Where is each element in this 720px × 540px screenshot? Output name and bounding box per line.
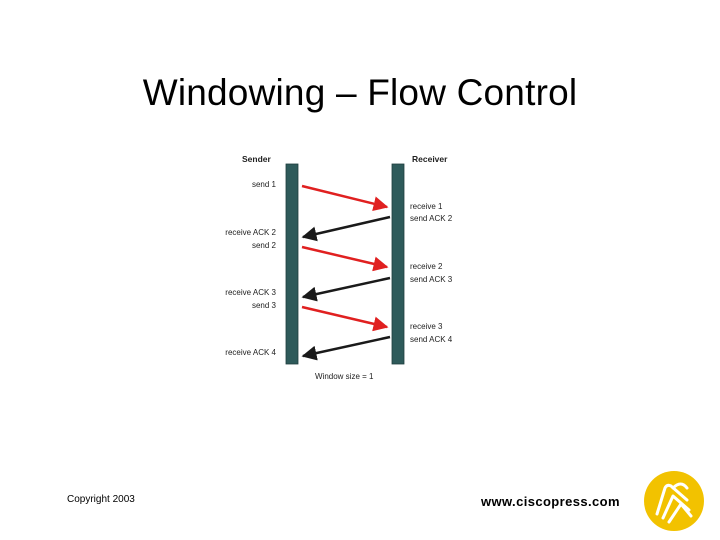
ciscopress-logo-icon	[644, 471, 704, 531]
receiver-label: receive 1	[410, 202, 443, 211]
data-arrow-send-2	[301, 245, 389, 272]
sender-header: Sender	[242, 154, 272, 164]
ack-arrow-3	[301, 276, 391, 302]
sender-label: receive ACK 3	[225, 288, 276, 297]
sender-label: send 2	[252, 241, 277, 250]
sender-timeline-bar	[285, 163, 299, 365]
sender-label: receive ACK 2	[225, 228, 276, 237]
window-size-label: Window size = 1	[315, 372, 374, 381]
receiver-label: send ACK 2	[410, 214, 453, 223]
sender-label: receive ACK 4	[225, 348, 276, 357]
receiver-label: send ACK 4	[410, 335, 453, 344]
receiver-label: receive 3	[410, 322, 443, 331]
ack-arrow-4	[301, 335, 391, 361]
sender-label: send 1	[252, 180, 277, 189]
receiver-header: Receiver	[412, 154, 448, 164]
ack-arrow-2	[301, 215, 391, 242]
website-url: www.ciscopress.com	[481, 494, 620, 509]
data-arrow-send-1	[301, 184, 389, 212]
sender-label: send 3	[252, 301, 277, 310]
receiver-timeline-bar	[391, 163, 405, 365]
copyright-text: Copyright 2003	[67, 494, 135, 505]
slide-title: Windowing – Flow Control	[142, 72, 578, 113]
receiver-label: receive 2	[410, 262, 443, 271]
receiver-label: send ACK 3	[410, 275, 453, 284]
data-arrow-send-3	[301, 305, 389, 332]
